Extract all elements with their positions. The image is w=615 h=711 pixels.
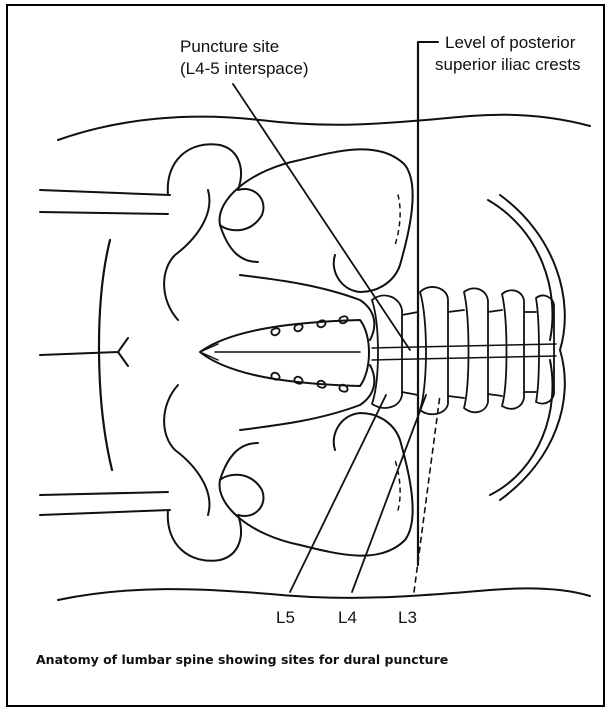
l4-label: L4 — [338, 608, 357, 628]
left-femur-lower — [40, 492, 170, 515]
upper-greater-trochanter — [168, 144, 264, 230]
vertebra-l1 — [536, 296, 554, 404]
lower-sacral-ala — [240, 365, 374, 430]
lower-ilium — [220, 413, 413, 556]
body-outline-bottom — [58, 588, 590, 600]
buttock-curve-left — [99, 240, 112, 470]
body-outline-top — [58, 115, 590, 140]
vertebra-l2 — [502, 290, 524, 409]
l5-label: L5 — [276, 608, 295, 628]
rib-lower — [490, 360, 553, 495]
figure-caption: Anatomy of lumbar spine showing sites fo… — [36, 652, 448, 667]
gluteal-cleft — [40, 338, 128, 366]
iliac-crest-sublabel: superior iliac crests — [435, 55, 581, 75]
vertebra-l5 — [372, 295, 402, 407]
rib-upper — [488, 200, 552, 340]
l5-pointer — [290, 395, 386, 592]
upper-obturator — [164, 190, 209, 320]
lower-obturator — [164, 385, 209, 515]
upper-ilium — [220, 149, 413, 292]
iliac-crest-label: Level of posterior — [445, 33, 575, 53]
vertebra-l4 — [420, 287, 448, 414]
l3-label: L3 — [398, 608, 417, 628]
lumbar-vertebrae — [372, 287, 556, 414]
vertebra-l3 — [464, 288, 488, 412]
sacrum — [200, 320, 369, 386]
puncture-site-sublabel: (L4-5 interspace) — [180, 59, 309, 79]
lower-greater-trochanter — [168, 475, 264, 561]
puncture-site-label: Puncture site — [180, 37, 279, 57]
left-femur-upper — [40, 190, 170, 214]
